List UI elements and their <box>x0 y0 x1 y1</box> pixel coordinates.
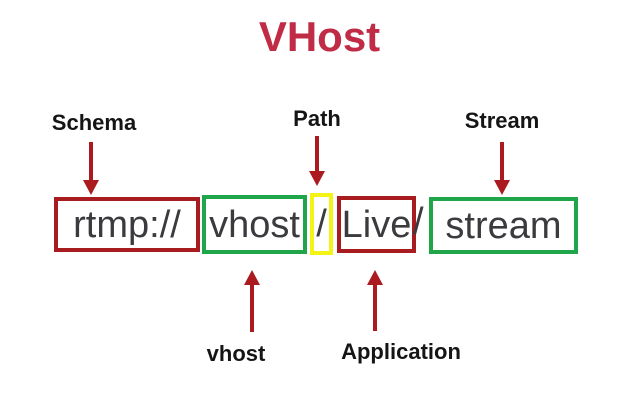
arrow-shaft <box>315 136 319 171</box>
arrow-head <box>83 180 99 195</box>
arrow-shaft <box>89 142 93 180</box>
path-arrow-down-icon <box>309 136 325 186</box>
schema-segment-text: rtmp:// <box>73 203 181 246</box>
stream-separator-text: / <box>413 201 424 243</box>
vhost-label: vhost <box>206 341 266 366</box>
arrow-head <box>367 270 383 285</box>
application-label: Application <box>341 339 461 364</box>
arrow-head <box>309 171 325 186</box>
vhost-segment-box: vhost <box>202 195 307 254</box>
application-segment-text: Live <box>341 203 412 246</box>
path-separator-box: / <box>310 193 333 255</box>
stream-arrow-down-icon <box>494 142 510 195</box>
application-arrow-up-icon <box>367 270 383 331</box>
arrow-shaft <box>373 285 377 331</box>
vhost-arrow-up-icon <box>244 270 260 332</box>
schema-label: Schema <box>51 110 137 135</box>
arrow-head <box>244 270 260 285</box>
application-segment-box: Live <box>337 196 416 253</box>
arrow-shaft <box>250 285 254 332</box>
vhost-segment-text: vhost <box>209 203 300 246</box>
page-title: VHost <box>258 13 381 60</box>
schema-arrow-down-icon <box>83 142 99 195</box>
schema-segment-box: rtmp:// <box>54 197 200 252</box>
stream-segment-text: stream <box>445 204 562 247</box>
path-separator-text: / <box>316 203 327 245</box>
arrow-head <box>494 180 510 195</box>
stream-label: Stream <box>464 108 540 133</box>
stream-segment-box: stream <box>429 197 578 254</box>
path-label: Path <box>293 106 341 131</box>
arrow-shaft <box>500 142 504 180</box>
